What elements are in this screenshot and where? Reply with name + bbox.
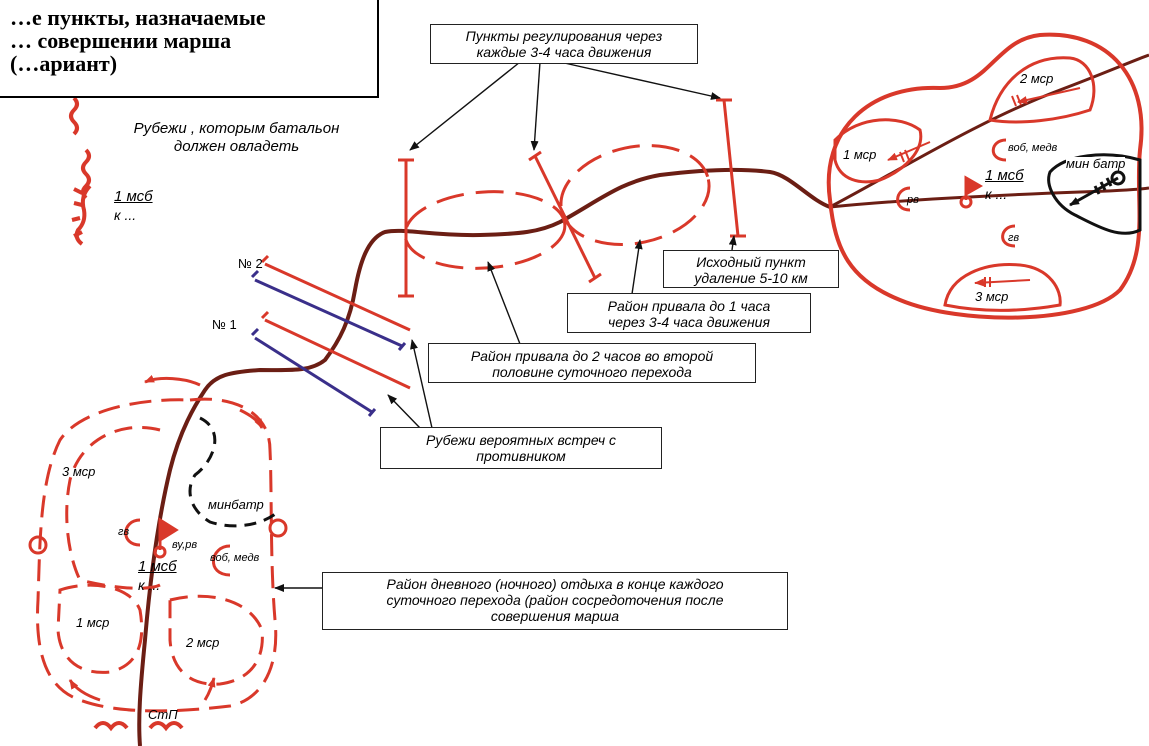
rest-area-arrows: [68, 374, 264, 702]
start-area-unit-symbols: [896, 138, 1016, 248]
start-area-arrows: [887, 87, 1081, 287]
rest-company-2-label: 2 мср: [186, 635, 220, 650]
rest-unit-label: 1 мсб: [138, 558, 177, 575]
line-label-no2: № 2: [238, 256, 263, 271]
halt-long-callout: Район привала до 2 часов во второй полов…: [428, 343, 756, 383]
rest-company-1-label: 1 мср: [76, 615, 110, 630]
callout-arrows: [274, 61, 737, 592]
minbatr-area: [188, 416, 279, 528]
start-point-callout: Исходный пункт удаление 5-10 км: [663, 250, 839, 288]
encounter-lines-blue: [250, 269, 407, 417]
company-1-area: [833, 118, 923, 184]
line-label-no1: № 1: [212, 317, 237, 332]
rest-stp-label: СтП: [148, 707, 178, 722]
rest-grenade-label: гв: [118, 526, 130, 538]
company-2-area: [988, 56, 1096, 124]
mortar-battery-area: [1047, 153, 1142, 235]
rest-minbatr-label: минбатр: [208, 497, 264, 512]
start-recon-label: рв: [907, 194, 919, 206]
page-title: …е пункты, назначаемые … совершении марш…: [0, 0, 379, 98]
start-company-1-label: 1 мср: [843, 147, 877, 162]
start-grenade-label: гв: [1008, 232, 1020, 244]
rest-unit-sub: к ...: [138, 577, 161, 593]
halt-short-callout: Район привала до 1 часа через 3-4 часа д…: [567, 293, 811, 333]
legend-line-symbol-top: [69, 96, 79, 136]
mortar-symbol: [1069, 170, 1126, 207]
legend-lines-text: Рубежи , которым батальон должен овладет…: [133, 120, 340, 155]
rest-area-company-1: [56, 583, 144, 674]
halt-area-short: [559, 144, 711, 246]
start-mortar-label: мин батр: [1066, 156, 1126, 171]
rest-area-company-2: [168, 594, 264, 686]
legend-unit-label: 1 мсб: [114, 188, 153, 205]
rest-company-3-label: 3 мср: [62, 464, 96, 479]
rest-area-symbols: [28, 517, 288, 577]
rest-supply-label: воб, медв: [210, 552, 260, 564]
march-route-east-2: [829, 186, 1149, 209]
start-company-2-label: 2 мср: [1020, 71, 1054, 86]
control-points-callout: Пункты регулирования через каждые 3-4 ча…: [430, 24, 698, 64]
start-area-outline: [826, 32, 1144, 320]
start-unit-sub: к ...: [985, 186, 1008, 202]
start-supply-label: воб, медв: [1008, 142, 1058, 154]
rest-area-inner-left: [65, 425, 161, 590]
rest-area-callout: Район дневного (ночного) отдыха в конце …: [322, 572, 788, 630]
company-3-area: [943, 263, 1062, 312]
start-company-3-label: 3 мср: [975, 289, 1009, 304]
stp-symbol: [93, 721, 184, 732]
march-route: [137, 167, 831, 746]
start-unit-label: 1 мсб: [985, 167, 1024, 184]
legend-unit-lines-symbol: [71, 184, 92, 246]
legend-line-symbol-mid: [81, 148, 91, 200]
rest-cmd-label: ву,рв: [172, 539, 198, 551]
legend-unit-sub: к ...: [114, 207, 137, 223]
rest-area-outline: [36, 397, 278, 713]
encounter-lines-callout: Рубежи вероятных встреч с противником: [380, 427, 662, 469]
encounter-lines-red: [260, 254, 411, 390]
